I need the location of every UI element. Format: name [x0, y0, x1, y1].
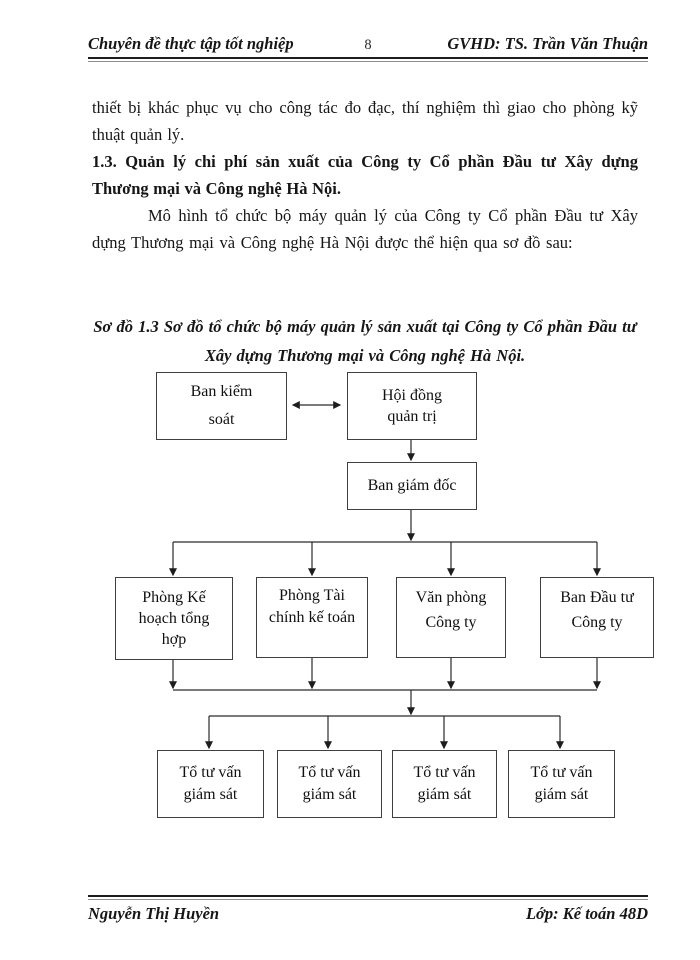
hierarchy-lines — [169, 401, 601, 750]
org-box-to-tu-van-1: Tổ tư vấn giám sát — [157, 750, 264, 818]
org-box-phong-ke-hoach: Phòng Kế hoạch tổng hợp — [115, 577, 233, 660]
org-box-label: Phòng Kế hoạch tổng hợp — [138, 589, 210, 648]
org-box-label: Tổ tư vấn giám sát — [413, 764, 476, 803]
org-chart: Ban kiểm soát Hội đồng quản trị Ban giám… — [0, 370, 700, 840]
org-box-label: Ban giám đốc — [367, 477, 457, 494]
body-paragraph: thiết bị khác phục vụ cho công tác đo đạ… — [92, 98, 638, 144]
body-text-block: thiết bị khác phục vụ cho công tác đo đạ… — [92, 94, 638, 370]
org-box-label: Văn phòng Công ty — [415, 589, 487, 631]
footer-author: Nguyễn Thị Huyền — [88, 904, 220, 923]
org-box-to-tu-van-4: Tổ tư vấn giám sát — [508, 750, 615, 818]
footer-class: Lớp: Kế toán 48D — [525, 904, 648, 923]
page-number: 8 — [364, 37, 372, 53]
org-box-label: Phòng Tài chính kế toán — [268, 587, 356, 626]
org-box-label: Ban kiểm soát — [190, 383, 253, 428]
org-box-to-tu-van-2: Tổ tư vấn giám sát — [277, 750, 382, 818]
diagram-connectors — [169, 401, 601, 750]
org-box-label: Tổ tư vấn giám sát — [179, 764, 242, 803]
org-box-ban-giam-doc: Ban giám đốc — [347, 462, 477, 510]
footer-rule — [88, 895, 648, 900]
body-paragraph: Mô hình tổ chức bộ máy quản lý của Công … — [92, 206, 638, 252]
header-title: Chuyên đề thực tập tốt nghiệp — [88, 34, 294, 53]
page-header: Chuyên đề thực tập tốt nghiệp 8 GVHD: TS… — [88, 34, 648, 62]
org-box-label: Ban Đầu tư Công ty — [560, 589, 634, 631]
org-box-ban-dau-tu: Ban Đầu tư Công ty — [540, 577, 654, 658]
org-box-label: Tổ tư vấn giám sát — [530, 764, 593, 803]
org-box-hoi-dong-quan-tri: Hội đồng quản trị — [347, 372, 477, 440]
section-heading: 1.3. Quản lý chi phí sản xuất của Công t… — [92, 152, 638, 198]
org-box-phong-tai-chinh: Phòng Tài chính kế toán — [256, 577, 368, 658]
header-rule — [88, 57, 648, 62]
header-supervisor: GVHD: TS. Trần Văn Thuận — [447, 34, 648, 53]
page-footer: Nguyễn Thị Huyền Lớp: Kế toán 48D — [88, 892, 648, 924]
diagram-caption: Sơ đồ 1.3 Sơ đồ tổ chức bộ máy quản lý s… — [93, 317, 637, 365]
org-box-label: Tổ tư vấn giám sát — [298, 764, 361, 803]
org-box-to-tu-van-3: Tổ tư vấn giám sát — [392, 750, 497, 818]
org-box-ban-kiem-soat: Ban kiểm soát — [156, 372, 287, 440]
org-box-van-phong: Văn phòng Công ty — [396, 577, 506, 658]
org-box-label: Hội đồng quản trị — [382, 387, 442, 425]
